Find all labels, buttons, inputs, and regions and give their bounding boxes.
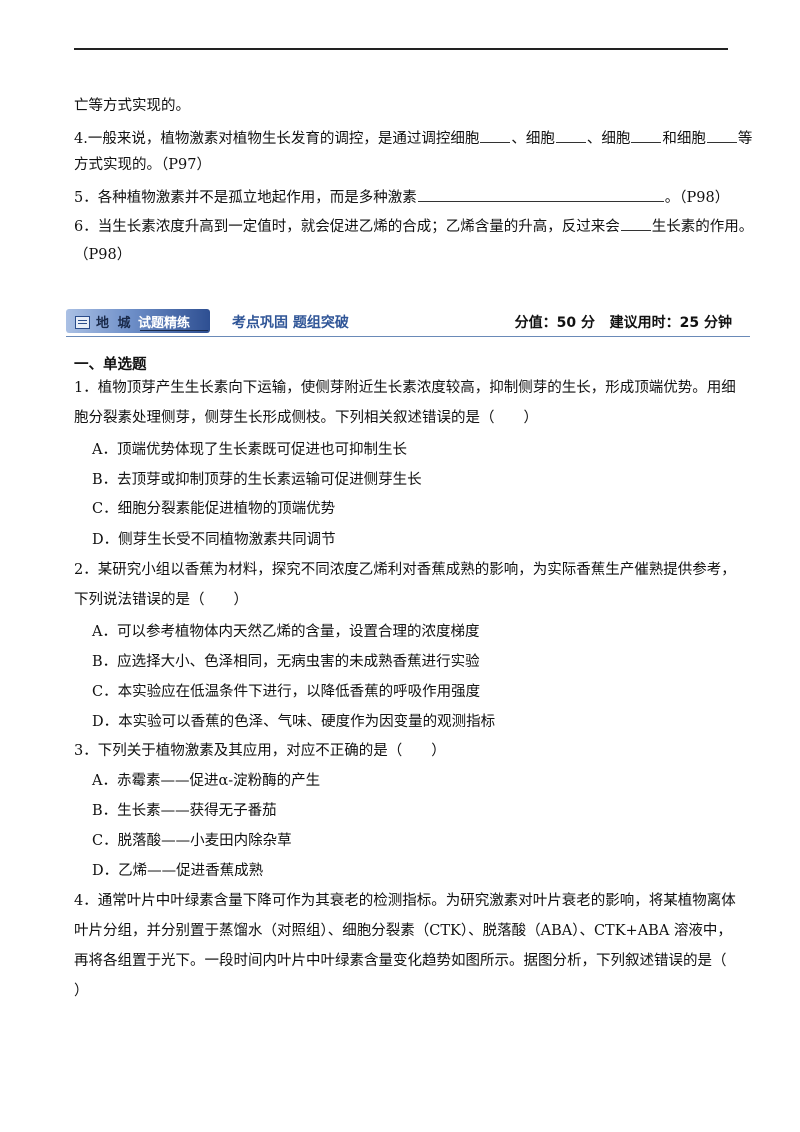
question-3-option-c[interactable]: C．脱落酸——小麦田内除杂草 (92, 833, 292, 849)
question-3-option-a[interactable]: A．赤霉素——促进α-淀粉酶的产生 (92, 773, 321, 789)
banner-tag-underline (140, 330, 208, 331)
question-1-option-a[interactable]: A．顶端优势体现了生长素既可促进也可抑制生长 (92, 442, 407, 458)
question-2-option-b[interactable]: B．应选择大小、色泽相同，无病虫害的未成熟香蕉进行实验 (92, 654, 480, 670)
banner-tag-title: 试题精练 (138, 316, 191, 331)
question-2-stem-1: 2．某研究小组以香蕉为材料，探究不同浓度乙烯利对香蕉成熟的影响，为实际香蕉生产催… (74, 562, 736, 578)
question-3-option-b[interactable]: B．生长素——获得无子番茄 (92, 803, 277, 819)
question-4-stem-4: ） (74, 983, 89, 999)
question-4-stem-1: 4．通常叶片中叶绿素含量下降可作为其衰老的检测指标。为研究激素对叶片衰老的影响，… (74, 893, 736, 909)
question-2-option-a[interactable]: A．可以参考植物体内天然乙烯的含量，设置合理的浓度梯度 (92, 624, 480, 640)
section-title: 一、单选题 (74, 356, 147, 373)
fill-item-4: 4.一般来说，植物激素对植物生长发育的调控，是通过调控细胞、细胞、细胞和细胞等 (74, 127, 752, 149)
score-label: 分值：50 分 (514, 315, 596, 331)
answer-blank[interactable] (631, 127, 662, 143)
question-2-option-d[interactable]: D．本实验可以香蕉的色泽、气味、硬度作为因变量的观测指标 (92, 714, 496, 730)
header-rule (74, 48, 728, 50)
banner-rule (66, 336, 750, 337)
question-4-stem-3: 再将各组置于光下。一段时间内叶片中叶绿素含量变化趋势如图所示。据图分析，下列叙述… (74, 953, 727, 969)
question-1-option-c[interactable]: C．细胞分裂素能促进植物的顶端优势 (92, 501, 336, 517)
question-1-stem-2: 胞分裂素处理侧芽，侧芽生长形成侧枝。下列相关叙述错误的是（ ） (74, 410, 538, 426)
banner-subtitle: 考点巩固 题组突破 (232, 315, 349, 331)
question-4-stem-2: 叶片分组，并分别置于蒸馏水（对照组）、细胞分裂素（CTK）、脱落酸（ABA）、C… (74, 923, 732, 939)
banner-tag-prefix: 地 城 (96, 316, 133, 331)
answer-blank[interactable] (555, 127, 586, 143)
question-2-option-c[interactable]: C．本实验应在低温条件下进行，以降低香蕉的呼吸作用强度 (92, 684, 481, 700)
question-1-stem-1: 1．植物顶芽产生生长素向下运输，使侧芽附近生长素浓度较高，抑制侧芽的生长，形成顶… (74, 380, 736, 396)
fill-item-5: 5．各种植物激素并不是孤立地起作用，而是多种激素。（P98） (74, 186, 729, 208)
fill-item-6-line2: （P98） (74, 247, 132, 263)
banner-tag: 地 城 试题精练 (66, 309, 210, 333)
list-icon (75, 316, 90, 329)
answer-blank[interactable] (706, 127, 737, 143)
answer-blank[interactable] (480, 127, 511, 143)
question-3-stem-1: 3．下列关于植物激素及其应用，对应不正确的是（ ） (74, 743, 446, 759)
question-1-option-b[interactable]: B．去顶芽或抑制顶芽的生长素运输可促进侧芽生长 (92, 472, 422, 488)
banner-meta: 分值：50 分 建议用时：25 分钟 (515, 312, 732, 332)
answer-blank[interactable] (620, 215, 651, 231)
question-3-option-d[interactable]: D．乙烯——促进香蕉成熟 (92, 863, 264, 879)
continuation-text: 亡等方式实现的。 (74, 98, 190, 114)
question-2-stem-2: 下列说法错误的是（ ） (74, 592, 248, 608)
time-label: 建议用时：25 分钟 (609, 315, 732, 331)
fill-item-6: 6．当生长素浓度升高到一定值时，就会促进乙烯的合成；乙烯含量的升高，反过来会生长… (74, 215, 753, 237)
answer-blank[interactable] (417, 186, 664, 202)
section-banner: 地 城 试题精练 考点巩固 题组突破 分值：50 分 建议用时：25 分钟 (66, 308, 750, 338)
fill-item-4-line2: 方式实现的。（P97） (74, 157, 211, 173)
question-1-option-d[interactable]: D．侧芽生长受不同植物激素共同调节 (92, 532, 336, 548)
